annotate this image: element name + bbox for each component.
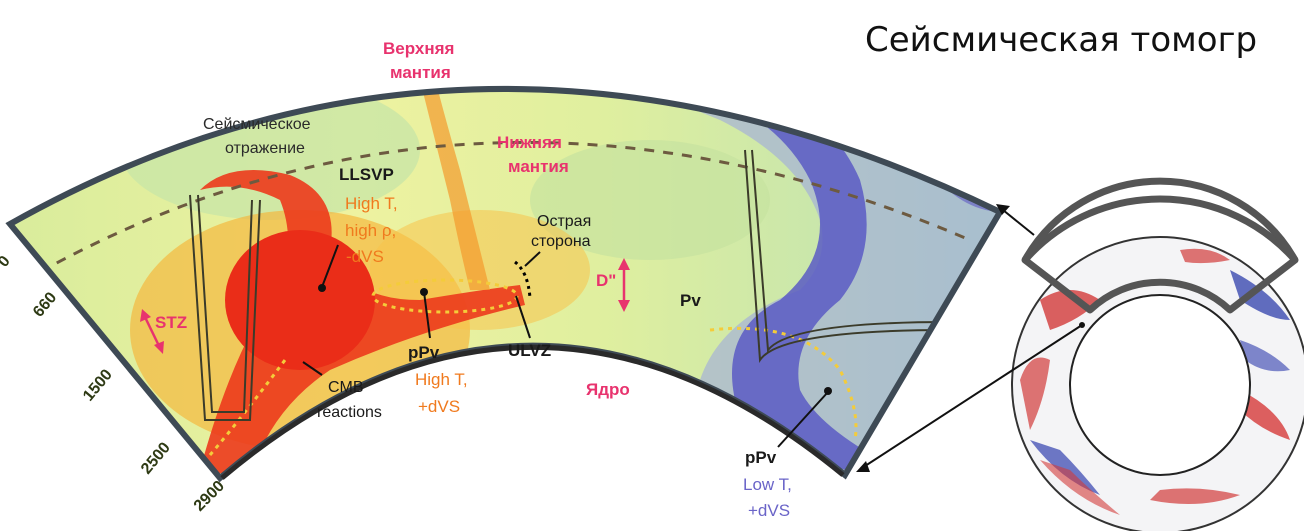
ppv-left-prop-1: High T, [415,370,468,389]
llsvp-dot [318,284,326,292]
ppv-left-dot [420,288,428,296]
stz-arrow [142,314,162,349]
seismic-reflection-label-2: отражение [225,140,305,157]
upper-mantle-label: Верхняя [383,39,454,58]
ppv-right-pointer [777,391,829,448]
d-double-prime-arrowhead-up [618,258,630,270]
earth-cross-section-globe [1011,177,1304,531]
sharp-side-label: Острая [537,213,591,230]
cmb-reactions-label: CMB [328,379,364,396]
stz-label: STZ [155,313,187,332]
ppv-left-pointer [423,291,431,339]
depth-tick: 1500 [80,366,116,404]
d-double-prime-arrowhead-down [618,300,630,312]
ppv-right-label: pPv [745,448,777,467]
depth-tick: 0 [0,253,14,271]
depth-tick: 2500 [138,439,174,477]
upper-mantle-label-2: мантия [390,63,451,82]
ppv-right-prop-2: +dVS [748,501,790,520]
ppv-left-prop-2: +dVS [418,397,460,416]
depth-tick: 2900 [191,478,228,515]
llsvp-label: LLSVP [339,165,394,184]
stz-arrowhead-up [140,309,151,322]
lower-mantle-label-2: мантия [508,157,569,176]
llsvp-prop-1: High T, [345,194,398,213]
llsvp-pointer [321,244,339,288]
cmb-reactions-label-2: reactions [317,404,382,421]
cmb-pointer [302,361,323,376]
ulvz-label: ULVZ [508,341,551,360]
depth-tick: 660 [30,289,60,320]
pv-label: Pv [680,291,701,310]
page-title: Сейсмическая томогр [865,20,1257,60]
stz-arrowhead-down [154,341,164,354]
ppv-right-dot [824,387,832,395]
ppv-right-prop-1: Low T, [743,475,792,494]
lower-mantle-label: Нижняя [497,133,562,152]
connector-arrows [856,204,1085,472]
llsvp-prop-2: high ρ, [345,221,396,240]
ppv-left-label: pPv [408,343,440,362]
core-mantle-boundary [220,344,845,480]
sharp-side-pointer [524,251,541,267]
sharp-side-label-2: сторона [531,233,591,250]
llsvp-prop-3: -dVS [346,247,384,266]
core-label: Ядро [586,380,630,399]
seismic-reflection-label: Сейсмическое [203,116,311,133]
d-double-prime-label: D" [596,271,616,290]
ulvz-pointer [515,295,531,339]
mantle-section [10,88,1000,478]
